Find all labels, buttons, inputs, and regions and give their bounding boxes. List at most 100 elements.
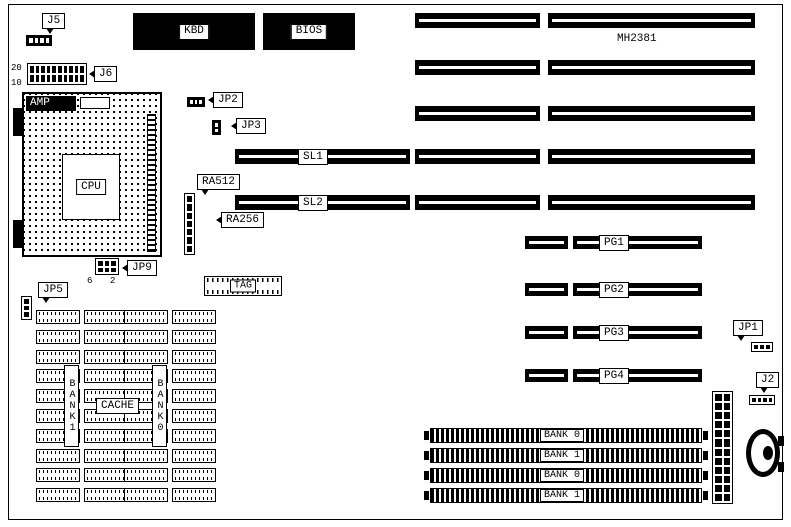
cpu-socket: AMP CPU xyxy=(22,92,162,257)
pin xyxy=(752,398,756,402)
cache-sram-chip xyxy=(84,310,128,324)
pg1-label: PG1 xyxy=(599,235,629,251)
pin xyxy=(187,220,192,228)
pin xyxy=(35,66,40,73)
simm-latch xyxy=(703,491,708,500)
pin xyxy=(57,66,62,73)
pg4-label: PG4 xyxy=(599,368,629,384)
pin xyxy=(24,299,29,304)
jp2-connector xyxy=(187,97,205,107)
cache-sram-chip xyxy=(124,310,168,324)
cache-sram-chip xyxy=(172,488,216,502)
isa-slot-segment xyxy=(415,195,540,210)
pin xyxy=(187,212,192,219)
cache-sram-chip xyxy=(36,330,80,344)
cache-sram-chip xyxy=(124,488,168,502)
cache-sram-chip xyxy=(36,488,80,502)
pin xyxy=(194,100,198,104)
cache-sram-chip xyxy=(172,330,216,344)
pin xyxy=(30,66,34,73)
pin xyxy=(98,261,103,266)
bios-label: BIOS xyxy=(290,23,328,40)
pg1-slot xyxy=(573,236,702,249)
pin xyxy=(187,245,192,252)
pg3-label: PG3 xyxy=(599,325,629,341)
pg4-slot xyxy=(573,369,702,382)
pin xyxy=(766,345,770,349)
jp1-connector xyxy=(751,342,773,352)
jp1-label: JP1 xyxy=(733,320,763,341)
pin xyxy=(723,394,730,402)
pin xyxy=(35,75,40,82)
pin xyxy=(190,100,193,104)
pin xyxy=(111,261,116,266)
pin xyxy=(41,75,45,82)
pin xyxy=(715,394,722,402)
simm-bank-label-4: BANK 1 xyxy=(540,489,585,502)
simm-latch xyxy=(424,431,429,440)
cpu-die-area: CPU xyxy=(62,154,120,220)
jp5-label: JP5 xyxy=(38,282,68,303)
simm-bank-label-1: BANK 0 xyxy=(540,429,585,442)
sl2-label: SL2 xyxy=(298,195,328,211)
pin xyxy=(715,412,722,420)
pin xyxy=(52,75,56,82)
pg2-slot xyxy=(573,283,702,296)
pin xyxy=(187,196,192,203)
cache-sram-chip xyxy=(172,350,216,364)
bios-chip-block: BIOS xyxy=(263,13,355,50)
cache-sram-chip xyxy=(84,488,128,502)
pin xyxy=(63,66,68,73)
cache-sram-chip xyxy=(172,449,216,463)
ra256-label: RA256 xyxy=(215,212,265,228)
pin xyxy=(715,439,722,447)
cache-sram-chip xyxy=(36,350,80,364)
din-mount-tab-bottom xyxy=(778,462,784,472)
pin xyxy=(63,75,68,82)
pin xyxy=(715,403,722,411)
cache-sram-chip xyxy=(84,330,128,344)
pin xyxy=(763,398,767,402)
pin xyxy=(715,493,722,501)
isa-slot-segment xyxy=(548,195,755,210)
pin xyxy=(715,457,722,465)
simm-latch xyxy=(703,451,708,460)
pin xyxy=(215,128,218,132)
cache-sram-chip xyxy=(36,468,80,482)
tag-ram-chip: TAG xyxy=(204,276,282,296)
j2-label: J2 xyxy=(756,372,780,393)
socket-tab-bottom xyxy=(13,220,22,248)
isa-slot-segment xyxy=(415,13,540,28)
kbd-label: KBD xyxy=(179,23,209,40)
pin xyxy=(52,66,56,73)
isa-slot-segment xyxy=(415,60,540,75)
pin xyxy=(74,75,79,82)
cache-sram-chip xyxy=(172,429,216,443)
amp-brand-label: AMP xyxy=(26,96,76,111)
jp5-connector xyxy=(21,296,32,320)
simm-latch xyxy=(703,471,708,480)
pin xyxy=(199,100,202,104)
pin xyxy=(715,475,722,483)
pin xyxy=(723,457,730,465)
pin xyxy=(45,38,49,43)
pin xyxy=(715,430,722,438)
pin xyxy=(111,267,116,272)
j2-connector xyxy=(749,395,775,405)
cache-label: CACHE xyxy=(96,398,140,414)
jp3-connector xyxy=(212,120,221,135)
pg4-slot-key xyxy=(525,369,568,382)
pin xyxy=(40,38,44,43)
pin xyxy=(46,75,51,82)
j6-pin10-number: 10 xyxy=(11,78,22,88)
jp9-pin6-number: 6 xyxy=(87,276,93,286)
pin xyxy=(715,466,722,474)
kbd-connector-block: KBD xyxy=(133,13,255,50)
pin xyxy=(757,398,761,402)
cache-sram-chip xyxy=(172,310,216,324)
pin xyxy=(715,448,722,456)
pin xyxy=(57,75,62,82)
simm-latch xyxy=(424,451,429,460)
pg2-slot-key xyxy=(525,283,568,296)
